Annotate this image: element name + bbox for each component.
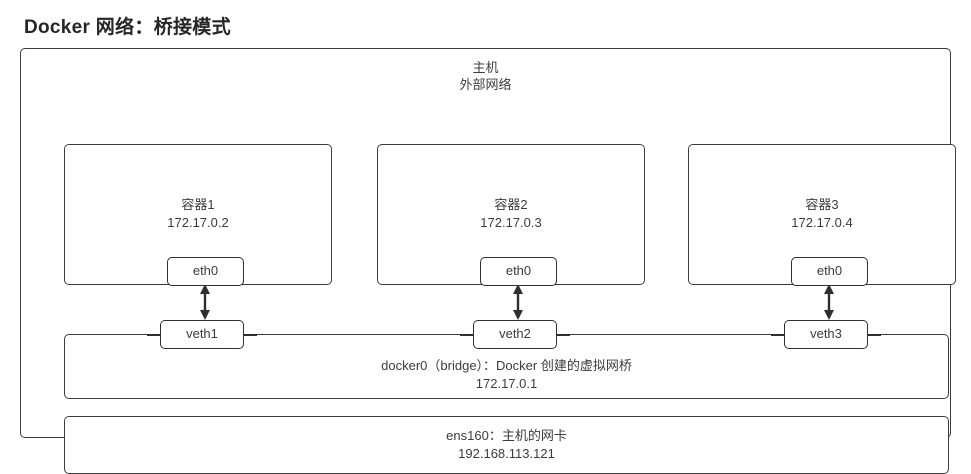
container-2-eth0-box: eth0: [480, 257, 557, 286]
veth2-stub-left: [460, 334, 474, 336]
host-nic-ip: 192.168.113.121: [458, 446, 555, 461]
container-box-3: 容器3 172.17.0.4: [688, 144, 956, 285]
external-network-label: 外部网络: [459, 77, 512, 92]
docker0-description: docker0（bridge）：Docker 创建的虚拟网桥: [381, 358, 632, 373]
container-3-eth0-box: eth0: [791, 257, 868, 286]
container-box-2: 容器2 172.17.0.3: [377, 144, 645, 285]
page-title: Docker 网络：桥接模式: [24, 17, 231, 38]
container-2-name: 容器2: [494, 197, 528, 212]
link-arrow-container-1: [200, 284, 210, 320]
veth1-box: veth1: [160, 320, 244, 349]
container-3-ip: 172.17.0.4: [791, 215, 853, 230]
container-2-ip: 172.17.0.3: [480, 215, 542, 230]
link-arrow-container-2: [513, 284, 523, 320]
host-nic-description: ens160：主机的网卡: [446, 428, 567, 443]
container-3-name: 容器3: [805, 197, 839, 212]
container-1-eth0-box: eth0: [167, 257, 244, 286]
veth3-stub-right: [867, 334, 881, 336]
host-label: 主机: [472, 60, 499, 75]
container-1-ip: 172.17.0.2: [167, 215, 229, 230]
veth1-stub-left: [147, 334, 161, 336]
veth2-box: veth2: [473, 320, 557, 349]
docker0-ip: 172.17.0.1: [475, 376, 538, 391]
veth1-stub-right: [243, 334, 257, 336]
host-boundary-box: 主机 外部网络 容器1 172.17.0.2 容器2 172.17.0.3 容器…: [20, 48, 956, 474]
veth3-box: veth3: [784, 320, 868, 349]
container-1-name: 容器1: [181, 197, 215, 212]
veth3-stub-left: [771, 334, 785, 336]
host-nic-box: ens160：主机的网卡 192.168.113.121: [64, 416, 949, 474]
link-arrow-container-3: [824, 284, 834, 320]
veth2-stub-right: [556, 334, 570, 336]
